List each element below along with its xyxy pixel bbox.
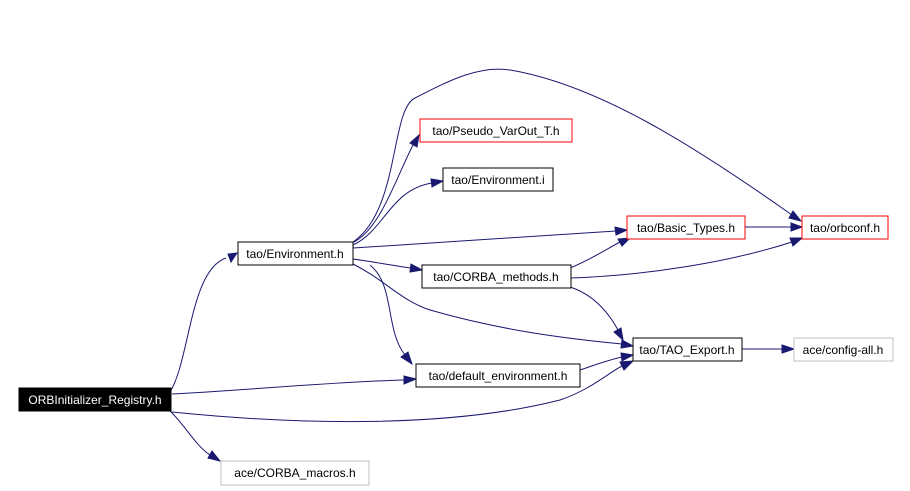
node-orbconf[interactable]: tao/orbconf.h — [801, 215, 889, 240]
edge-environment-to-pseudo-varout — [351, 133, 420, 244]
edge-corba-methods-to-tao-export — [569, 286, 624, 342]
node-corba-methods[interactable]: tao/CORBA_methods.h — [421, 264, 572, 289]
edge-environment-to-default-environment — [369, 264, 413, 366]
edge-corba-methods-to-basic-types — [569, 237, 632, 269]
edge-tao-export-to-config-all — [742, 344, 796, 354]
node-label: tao/Environment.h — [246, 247, 343, 261]
node-label: ace/CORBA_macros.h — [234, 466, 355, 480]
node-label: tao/orbconf.h — [810, 221, 880, 235]
node-corba-macros[interactable]: ace/CORBA_macros.h — [220, 460, 370, 486]
node-label: tao/default_environment.h — [429, 369, 568, 383]
node-label: tao/Pseudo_VarOut_T.h — [432, 124, 559, 138]
edge-default-environment-to-tao-export — [579, 352, 635, 371]
node-orbinitializer-registry[interactable]: ORBInitializer_Registry.h — [18, 387, 172, 412]
edge-environment-to-environment-i — [352, 178, 445, 246]
node-label: ORBInitializer_Registry.h — [28, 393, 161, 407]
node-basic-types[interactable]: tao/Basic_Types.h — [626, 215, 746, 240]
edge-environment-to-corba-methods — [352, 258, 424, 273]
nodes: ORBInitializer_Registry.h tao/Environmen… — [18, 118, 894, 486]
node-tao-export[interactable]: tao/TAO_Export.h — [632, 337, 743, 362]
node-default-environment[interactable]: tao/default_environment.h — [415, 363, 581, 388]
node-environment-i[interactable]: tao/Environment.i — [442, 167, 554, 192]
node-label: tao/CORBA_methods.h — [433, 270, 558, 284]
edge-environment-to-orbconf — [352, 68, 803, 243]
node-label: tao/Basic_Types.h — [637, 221, 735, 235]
edge-registry-to-corba-macros — [169, 410, 222, 462]
edge-environment-to-basic-types — [352, 226, 629, 249]
edge-registry-to-environment-h — [169, 252, 239, 393]
node-pseudo-varout[interactable]: tao/Pseudo_VarOut_T.h — [419, 118, 573, 143]
node-label: tao/Environment.i — [451, 173, 544, 187]
edge-registry-to-tao-export — [171, 360, 635, 423]
edges — [169, 68, 804, 462]
node-config-all[interactable]: ace/config-all.h — [793, 337, 894, 362]
edge-registry-to-default-environment — [171, 375, 418, 395]
edge-corba-methods-to-orbconf — [570, 237, 804, 279]
node-label: ace/config-all.h — [803, 343, 884, 357]
edge-basic-types-to-orbconf — [744, 222, 804, 232]
node-label: tao/TAO_Export.h — [639, 343, 734, 357]
node-environment-h[interactable]: tao/Environment.h — [237, 241, 354, 266]
